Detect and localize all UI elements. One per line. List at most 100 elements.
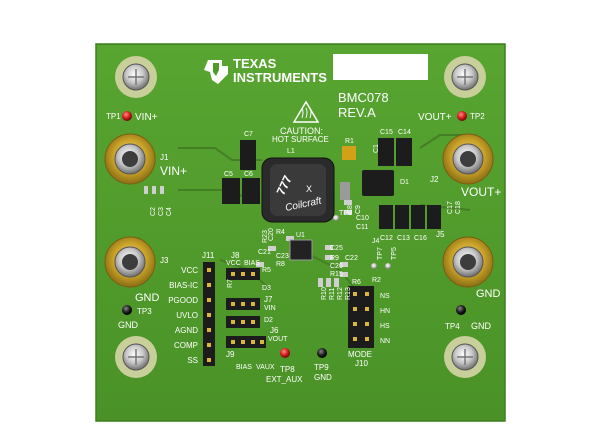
ref-tp8: TP8	[280, 365, 295, 374]
manufacturer-line2: INSTRUMENTS	[233, 70, 327, 85]
testpoint-tp8[interactable]	[280, 348, 290, 358]
ref-r9: R9	[330, 255, 339, 262]
ref-c7: C7	[244, 131, 253, 138]
j11-pin-4: UVLO	[176, 311, 198, 320]
resistor-r1	[342, 146, 356, 160]
ic-u1	[289, 239, 313, 261]
j11-pin-1: VCC	[181, 266, 198, 275]
j10-label: MODE	[348, 350, 372, 359]
ref-c4: C4	[166, 207, 173, 216]
j10-pin-1: NS	[380, 293, 390, 300]
j10-pin-2: HN	[380, 308, 390, 315]
header-j10[interactable]	[348, 286, 374, 348]
ref-d2: D2	[264, 317, 273, 324]
ref-c13: C13	[397, 235, 410, 242]
label-j2: VOUT+	[461, 185, 501, 199]
terminal-j1[interactable]	[104, 133, 156, 185]
testpoint-tp5[interactable]	[385, 263, 391, 269]
ref-c18: C18	[455, 201, 462, 214]
ref-c5: C5	[224, 171, 233, 178]
testpoint-tp9[interactable]	[317, 348, 327, 358]
ref-tp7: TP7	[377, 247, 384, 260]
hot-surface-warning-icon	[292, 100, 320, 123]
board-name: BMC078	[338, 90, 389, 105]
header-j11[interactable]	[203, 262, 215, 366]
label-tp9: GND	[314, 373, 332, 382]
ref-c3: C3	[158, 207, 165, 216]
ref-tp2: TP2	[470, 112, 485, 121]
terminal-j5[interactable]	[442, 236, 494, 288]
ref-d1: D1	[400, 179, 409, 186]
ref-tp3: TP3	[137, 307, 152, 316]
ref-r11: R11	[329, 288, 336, 300]
testpoint-tp1[interactable]	[122, 111, 132, 121]
ref-tp9: TP9	[314, 363, 329, 372]
testpoint-tp3[interactable]	[122, 305, 132, 315]
capacitor-bank	[222, 138, 441, 229]
ref-u1: U1	[296, 232, 305, 239]
ref-r12: R12	[337, 287, 344, 300]
ref-j9: J9	[226, 350, 235, 359]
ref-c20: C20	[268, 228, 275, 241]
ref-c23: C23	[276, 253, 289, 260]
ref-r4: R4	[276, 229, 285, 236]
label-j1: VIN+	[160, 164, 187, 178]
label-tp8: EXT_AUX	[266, 375, 303, 384]
ref-c25: C25	[330, 245, 343, 252]
terminal-j2[interactable]	[442, 133, 494, 185]
ref-c11: C11	[356, 224, 368, 231]
caution-line1: CAUTION:	[280, 126, 323, 136]
ref-j10: J10	[355, 359, 368, 368]
ref-c9: C9	[355, 205, 362, 214]
ref-r2: R2	[372, 277, 381, 284]
ref-c14: C14	[398, 129, 411, 136]
ref-tp6: TP6	[339, 210, 352, 217]
ref-tp4: TP4	[445, 322, 460, 331]
j11-pin-6: COMP	[174, 341, 198, 350]
testpoint-tp4[interactable]	[456, 305, 466, 315]
label-tp3: GND	[118, 320, 139, 330]
ref-c8: C8	[347, 205, 354, 214]
ref-c2: C2	[150, 207, 157, 216]
ref-j3: J3	[160, 256, 169, 265]
ti-logo-icon	[204, 60, 228, 84]
small-smd-parts	[144, 186, 352, 287]
j11-pin-3: PGOOD	[168, 296, 198, 305]
ref-j11: J11	[202, 251, 215, 260]
testpoint-tp6[interactable]	[333, 215, 339, 221]
ref-c15: C15	[380, 129, 393, 136]
ref-c10: C10	[356, 215, 369, 222]
label-tp1: VIN+	[135, 112, 158, 123]
ref-tp1: TP1	[106, 112, 121, 121]
ref-r5: R5	[262, 267, 271, 274]
j8-label-1: VCC	[226, 260, 241, 267]
terminal-j3[interactable]	[104, 236, 156, 288]
ref-c16: C16	[414, 235, 427, 242]
ref-r23: R23	[262, 230, 269, 243]
inductor-l1	[261, 157, 335, 223]
ref-r6: R6	[352, 279, 361, 286]
mounting-hole-tl	[115, 56, 157, 98]
ref-j7: J7	[264, 295, 273, 304]
testpoint-tp2[interactable]	[457, 111, 467, 121]
ref-tp5: TP5	[391, 247, 398, 260]
j11-pin-7: SS	[187, 356, 198, 365]
j10-pin-4: NN	[380, 338, 390, 345]
ref-r8: R8	[276, 261, 285, 268]
ref-r15: R15	[330, 271, 343, 278]
board-revision: REV.A	[338, 105, 376, 120]
j11-pin-2: BIAS-IC	[169, 281, 198, 290]
j9-label-1: BIAS	[236, 364, 252, 371]
label-j5: GND	[476, 288, 501, 300]
label-j3: GND	[135, 292, 160, 304]
ref-c1: C1	[373, 144, 380, 153]
ref-j2: J2	[430, 175, 439, 184]
testpoint-tp7[interactable]	[371, 263, 377, 269]
label-box	[333, 54, 428, 80]
j10-pin-3: HS	[380, 323, 390, 330]
ref-c17: C17	[447, 201, 454, 214]
j9-label-2: VAUX	[256, 364, 275, 371]
ref-c6: C6	[244, 171, 253, 178]
mounting-hole-bl	[115, 336, 157, 378]
